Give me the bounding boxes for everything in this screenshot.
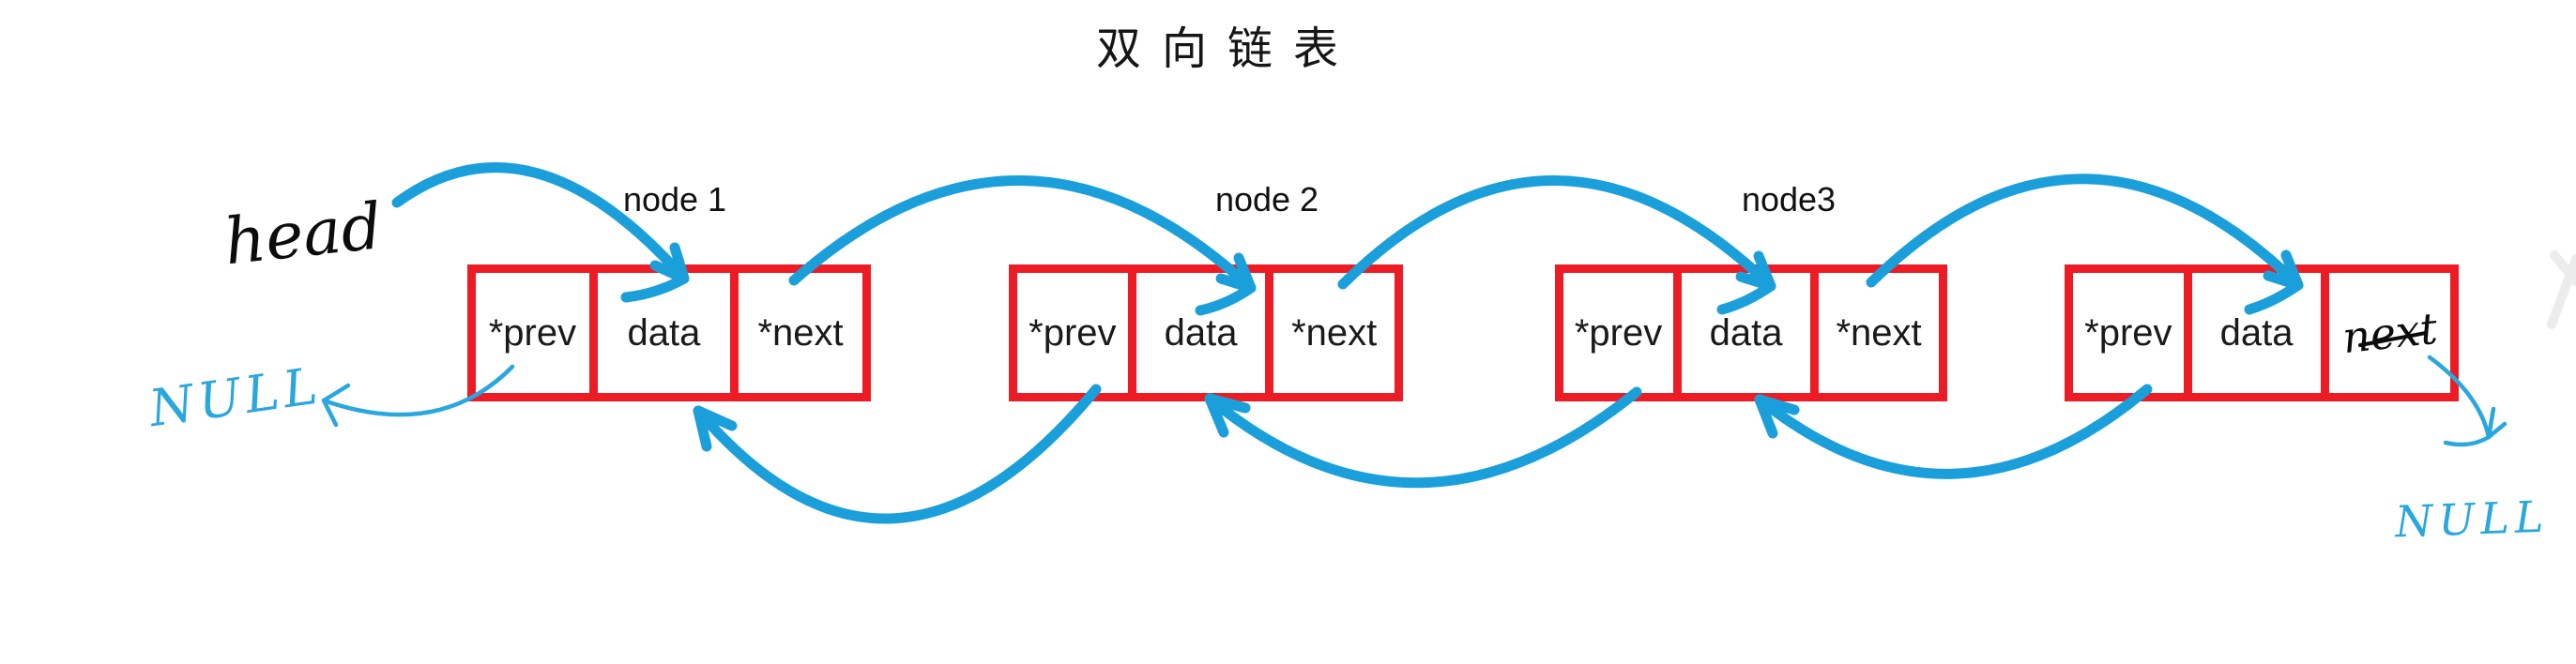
node-2: node 2 *prev data *next xyxy=(1009,180,1403,401)
node2-to-node1-prev-arrow xyxy=(693,384,1102,524)
node-4-prev-cell: *prev xyxy=(2073,273,2184,393)
node-3: node3 *prev data *next xyxy=(1555,180,1947,401)
node-2-label: node 2 xyxy=(1214,180,1319,219)
node-3-data-cell: data xyxy=(1673,273,1811,393)
head-pointer-label: head xyxy=(221,189,385,279)
node-2-box: *prev data *next xyxy=(1009,264,1403,401)
node3-to-node2-prev-arrow xyxy=(1204,386,1642,489)
next-page-chevron-icon[interactable] xyxy=(2547,250,2576,329)
node4-to-node3-prev-arrow xyxy=(1754,384,2153,479)
node-3-label: node3 xyxy=(1741,180,1837,219)
page-title: 双向链表 xyxy=(1096,24,1360,74)
node-1-box: *prev data *next xyxy=(467,264,871,401)
node-3-next-cell: *next xyxy=(1810,273,1939,393)
node-2-next-cell: *next xyxy=(1265,273,1395,393)
null-left-label: NULL xyxy=(144,355,325,438)
node-3-prev-cell: *prev xyxy=(1563,273,1674,393)
node-4-box: *prev data next xyxy=(2065,264,2459,401)
node-2-data-cell: data xyxy=(1127,273,1266,393)
node-4-next-cell: next xyxy=(2321,273,2450,393)
node-1-label: node 1 xyxy=(622,180,727,219)
null-right-label: NULL xyxy=(2393,491,2550,548)
node-4-data-cell: data xyxy=(2183,273,2322,393)
node-1: node 1 *prev data *next xyxy=(467,180,871,401)
node-4: *prev data next xyxy=(2065,264,2459,401)
node-3-box: *prev data *next xyxy=(1555,264,1947,401)
node-1-data-cell: data xyxy=(588,273,731,393)
node-1-prev-cell: *prev xyxy=(476,273,589,393)
node-1-next-cell: *next xyxy=(730,273,862,393)
node-2-prev-cell: *prev xyxy=(1017,273,1128,393)
handwritten-next-text: next xyxy=(2340,302,2440,364)
